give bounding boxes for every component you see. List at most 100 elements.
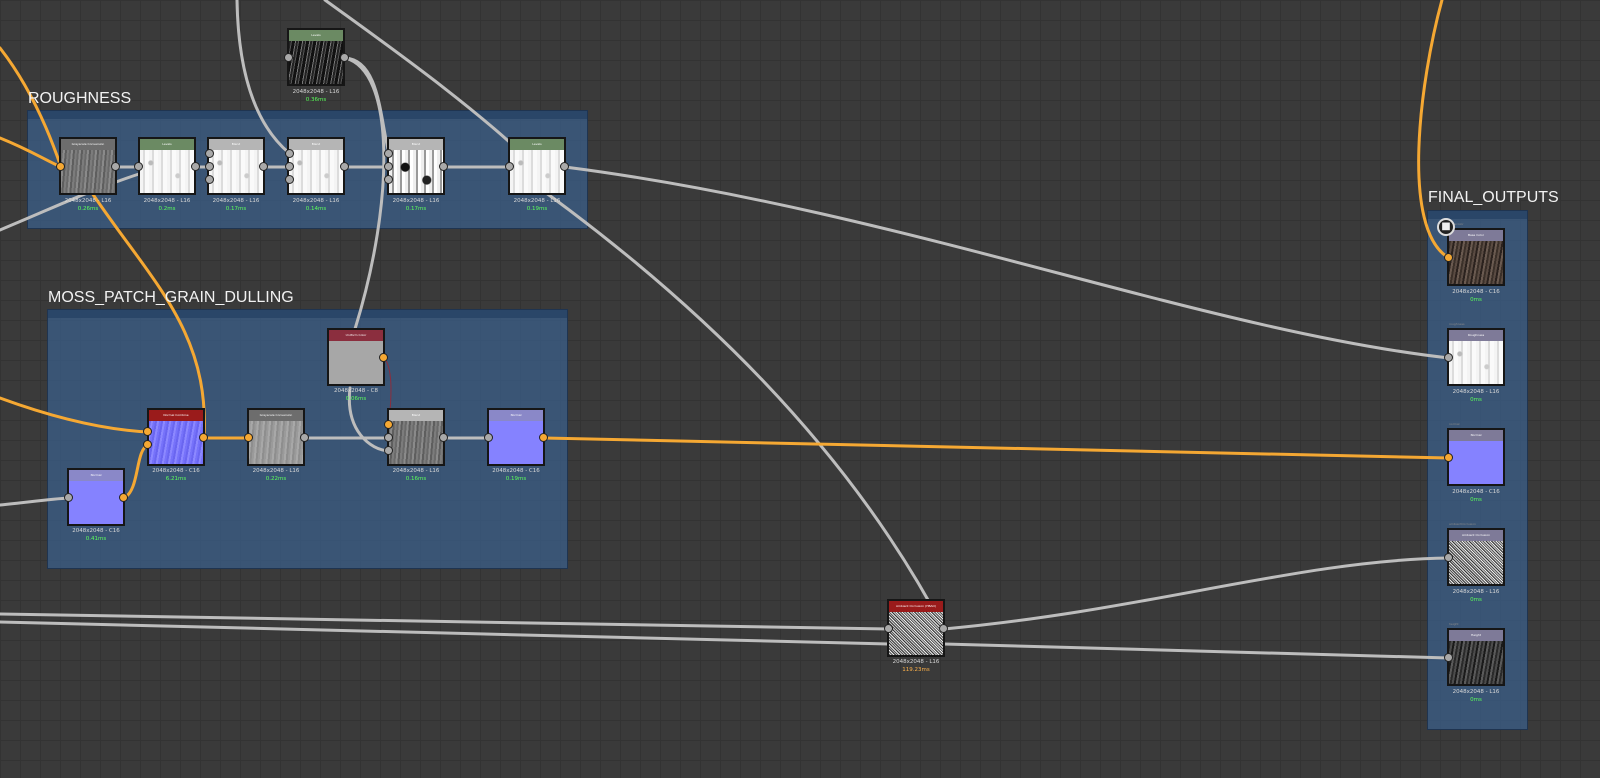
frame-title-final-outputs: FINAL_OUTPUTS — [1428, 189, 1559, 206]
frame-title-moss-patch: MOSS_PATCH_GRAIN_DULLING — [48, 289, 294, 306]
node-header: Normal — [69, 470, 123, 481]
output-port[interactable] — [340, 53, 349, 62]
input-port[interactable] — [284, 53, 293, 62]
input-port[interactable] — [205, 162, 214, 171]
output-port[interactable] — [560, 162, 569, 171]
blend-node[interactable]: Blend — [207, 137, 265, 195]
input-port[interactable] — [1444, 653, 1453, 662]
input-port[interactable] — [505, 162, 514, 171]
ambient-occlusion-hbao-node[interactable]: Ambient Occlusion (HBAO) — [887, 599, 945, 657]
output-slot-label: ambientOcclusion — [1449, 522, 1476, 526]
output-port[interactable] — [259, 162, 268, 171]
input-port[interactable] — [285, 162, 294, 171]
node-thumbnail — [69, 481, 123, 524]
levels-node[interactable]: Levels — [138, 137, 196, 195]
output-settings-icon[interactable]: ■ — [1437, 218, 1455, 236]
blend-node[interactable]: Blend — [387, 408, 445, 466]
node-header: Ambient Occlusion (HBAO) — [889, 601, 943, 612]
wire — [508, 165, 946, 631]
node-thumbnail — [1449, 341, 1503, 384]
input-port[interactable] — [384, 446, 393, 455]
input-port[interactable] — [384, 433, 393, 442]
input-port[interactable] — [285, 175, 294, 184]
blend-node[interactable]: Blend — [287, 137, 345, 195]
node-header: Grayscale Conversion — [61, 139, 115, 150]
input-port[interactable] — [1444, 253, 1453, 262]
input-port[interactable] — [205, 149, 214, 158]
input-port[interactable] — [384, 149, 393, 158]
node-header: Blend — [289, 139, 343, 150]
output-normal-node[interactable]: Normal — [1447, 428, 1505, 486]
output-port[interactable] — [340, 162, 349, 171]
node-thumbnail — [329, 341, 383, 384]
input-port[interactable] — [64, 493, 73, 502]
output-slot-label: normal — [1449, 422, 1460, 426]
input-port[interactable] — [285, 149, 294, 158]
output-ambient-occlusion-node[interactable]: Ambient Occlusion — [1447, 528, 1505, 586]
levels-node[interactable]: Levels — [508, 137, 566, 195]
node-header: Blend — [209, 139, 263, 150]
node-thumbnail — [209, 150, 263, 193]
output-basecolor-node[interactable]: Base Color — [1447, 228, 1505, 286]
output-port[interactable] — [439, 433, 448, 442]
node-header: Levels — [140, 139, 194, 150]
output-port[interactable] — [199, 433, 208, 442]
input-port[interactable] — [56, 162, 65, 171]
grayscale-conversion-node[interactable]: Grayscale Conversion — [59, 137, 117, 195]
normal-node[interactable]: Normal — [67, 468, 125, 526]
output-port[interactable] — [300, 433, 309, 442]
node-thumbnail — [389, 421, 443, 464]
output-port[interactable] — [111, 162, 120, 171]
input-port[interactable] — [1444, 453, 1453, 462]
blend-node[interactable]: Blend — [387, 137, 445, 195]
node-header: Normal — [1449, 430, 1503, 441]
input-port[interactable] — [244, 433, 253, 442]
wire — [0, 620, 891, 646]
input-port[interactable] — [384, 175, 393, 184]
frame-bar — [48, 310, 567, 318]
frame-bar — [28, 111, 587, 119]
node-thumbnail — [1449, 541, 1503, 584]
node-thumbnail — [289, 41, 343, 84]
output-port[interactable] — [119, 493, 128, 502]
node-header: Levels — [289, 30, 343, 41]
output-port[interactable] — [191, 162, 200, 171]
input-port[interactable] — [1444, 353, 1453, 362]
input-port[interactable] — [205, 175, 214, 184]
output-port[interactable] — [939, 624, 948, 633]
node-header: Blend — [389, 410, 443, 421]
output-height-node[interactable]: Height — [1447, 628, 1505, 686]
input-port[interactable] — [884, 624, 893, 633]
output-slot-label: height — [1449, 622, 1459, 626]
output-port[interactable] — [439, 162, 448, 171]
node-thumbnail — [140, 150, 194, 193]
node-header: Uniform Color — [329, 330, 383, 341]
output-roughness-node[interactable]: Roughness — [1447, 328, 1505, 386]
input-port[interactable] — [1444, 553, 1453, 562]
node-thumbnail — [61, 150, 115, 193]
output-port[interactable] — [539, 433, 548, 442]
node-thumbnail — [289, 150, 343, 193]
output-slot-label: roughness — [1449, 322, 1465, 326]
node-header: Roughness — [1449, 330, 1503, 341]
wire-orange — [542, 436, 1451, 460]
input-port[interactable] — [143, 440, 152, 449]
grayscale-conversion-node[interactable]: Grayscale Conversion — [247, 408, 305, 466]
input-port[interactable] — [484, 433, 493, 442]
normal-node[interactable]: Normal — [487, 408, 545, 466]
input-port[interactable] — [143, 427, 152, 436]
uniform-color-node[interactable]: Uniform Color — [327, 328, 385, 386]
output-port[interactable] — [379, 353, 388, 362]
frame-bar — [1428, 211, 1527, 219]
node-thumbnail — [1449, 241, 1503, 284]
input-port[interactable] — [384, 420, 393, 429]
input-port[interactable] — [384, 162, 393, 171]
node-thumbnail — [249, 421, 303, 464]
levels-node[interactable]: Levels — [287, 28, 345, 86]
input-port[interactable] — [134, 162, 143, 171]
normal-combine-node[interactable]: Normal Combine — [147, 408, 205, 466]
node-header: Ambient Occlusion — [1449, 530, 1503, 541]
node-header: Grayscale Conversion — [249, 410, 303, 421]
